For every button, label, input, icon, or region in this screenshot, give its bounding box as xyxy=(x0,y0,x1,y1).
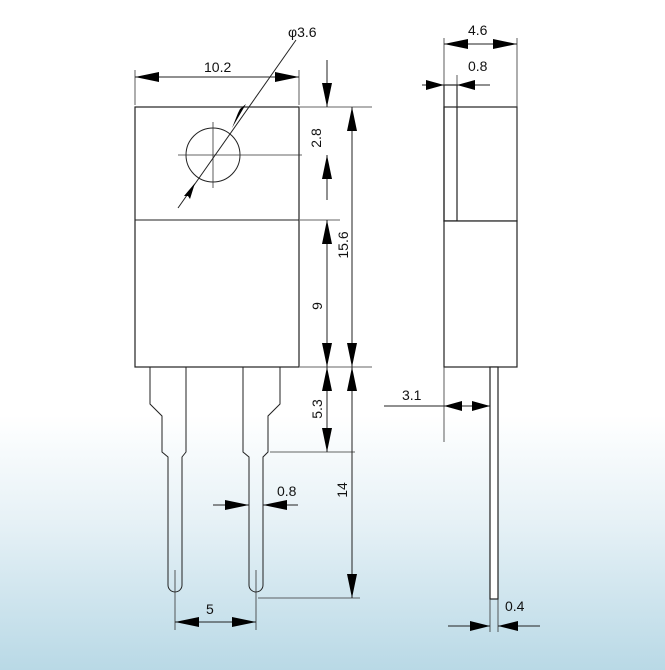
dim-9-arrow-top xyxy=(322,220,332,244)
pitch-arrow-left xyxy=(175,617,199,627)
lead-width-label: 0.8 xyxy=(277,483,297,499)
dim-15-6-arrow-bottom xyxy=(347,343,357,367)
dim-9-label: 9 xyxy=(309,302,325,310)
right-lead xyxy=(242,367,281,593)
dim-5-3-arrow-bottom xyxy=(322,428,332,452)
width-arrow-right xyxy=(275,72,299,82)
dim-5-3-arrow-top xyxy=(322,367,332,391)
thickness-arrow-left xyxy=(444,39,468,49)
dim-15-6-arrow-top xyxy=(347,107,357,131)
side-lead xyxy=(489,366,499,600)
tab-thk-arrow-left xyxy=(426,80,444,90)
offset-arrow-left xyxy=(444,401,462,411)
front-view: φ3.6 10.2 2.8 15.6 9 xyxy=(134,24,372,630)
dim-2-8-arrow-bottom xyxy=(322,155,332,179)
offset-label: 3.1 xyxy=(402,387,422,403)
left-lead xyxy=(149,367,187,593)
offset-arrow-right xyxy=(472,401,490,411)
package-body xyxy=(134,106,300,368)
lead-thk-arrow-left xyxy=(470,621,490,631)
hole-leader-arrow-top xyxy=(232,104,246,128)
thickness-label: 4.6 xyxy=(468,22,488,38)
dim-14-label: 14 xyxy=(334,482,350,498)
side-body xyxy=(443,220,518,368)
dim-2-8-arrow-top xyxy=(322,83,332,107)
dim-9-arrow-bottom xyxy=(322,343,332,367)
width-arrow-left xyxy=(135,72,159,82)
dim-14-arrow-top xyxy=(347,367,357,391)
pitch-label: 5 xyxy=(206,601,214,617)
side-view: 4.6 0.8 3.1 0.4 xyxy=(384,22,540,632)
tab-thk-label: 0.8 xyxy=(468,58,488,74)
hole-diameter-label: φ3.6 xyxy=(288,24,317,40)
dim-5-3-label: 5.3 xyxy=(309,399,325,419)
side-tab xyxy=(443,84,458,222)
dim-2-8-label: 2.8 xyxy=(308,128,324,148)
lead-thk-arrow-right xyxy=(498,621,518,631)
thickness-arrow-right xyxy=(493,39,517,49)
hole-leader-arrow-bottom xyxy=(184,183,195,199)
lead-thk-label: 0.4 xyxy=(505,598,525,614)
lead-width-arrow-left xyxy=(225,500,249,510)
hole-diameter-leader xyxy=(177,39,297,209)
dim-15-6-label: 15.6 xyxy=(335,231,351,258)
lead-width-arrow-right xyxy=(263,500,287,510)
pitch-arrow-right xyxy=(232,617,256,627)
tab-thk-arrow-right xyxy=(457,80,475,90)
width-label: 10.2 xyxy=(204,59,231,75)
dim-14-arrow-bottom xyxy=(347,574,357,598)
